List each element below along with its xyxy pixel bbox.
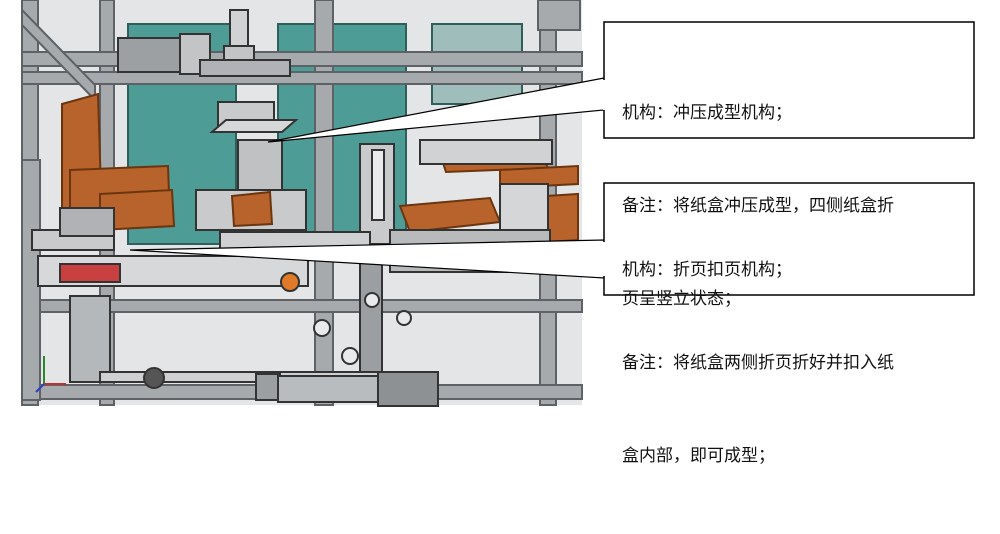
callout-1 [267,21,975,143]
callout-2-box [603,182,975,296]
callout-2 [129,182,975,296]
callout-1-note-line2: 页呈竖立状态； [622,289,741,309]
callout-1-note-line1: 备注：将纸盒冲压成型，四侧纸盒折 [622,196,894,216]
top-motor [117,9,291,77]
callout-2-note-line1: 备注：将纸盒两侧折页折好并扣入纸 [622,353,894,373]
bottom-motor [99,367,439,407]
callout-2-text: 机构：折页扣页机构； 备注：将纸盒两侧折页折好并扣入纸 盒内部，即可成型； [622,193,894,534]
callout-1-mechanism: 机构：冲压成型机构； [622,103,792,123]
axis-triad [35,356,66,393]
callout-2-mechanism: 机构：折页扣页机构； [622,260,792,280]
callout-1-text: 机构：冲压成型机构； 备注：将纸盒冲压成型，四侧纸盒折 页呈竖立状态； [622,36,894,377]
diagram-stage: 机构：冲压成型机构； 备注：将纸盒冲压成型，四侧纸盒折 页呈竖立状态； 机构：折… [21,0,975,466]
machine-illustration [21,0,975,407]
callout-2-note-line2: 盒内部，即可成型； [622,446,775,466]
